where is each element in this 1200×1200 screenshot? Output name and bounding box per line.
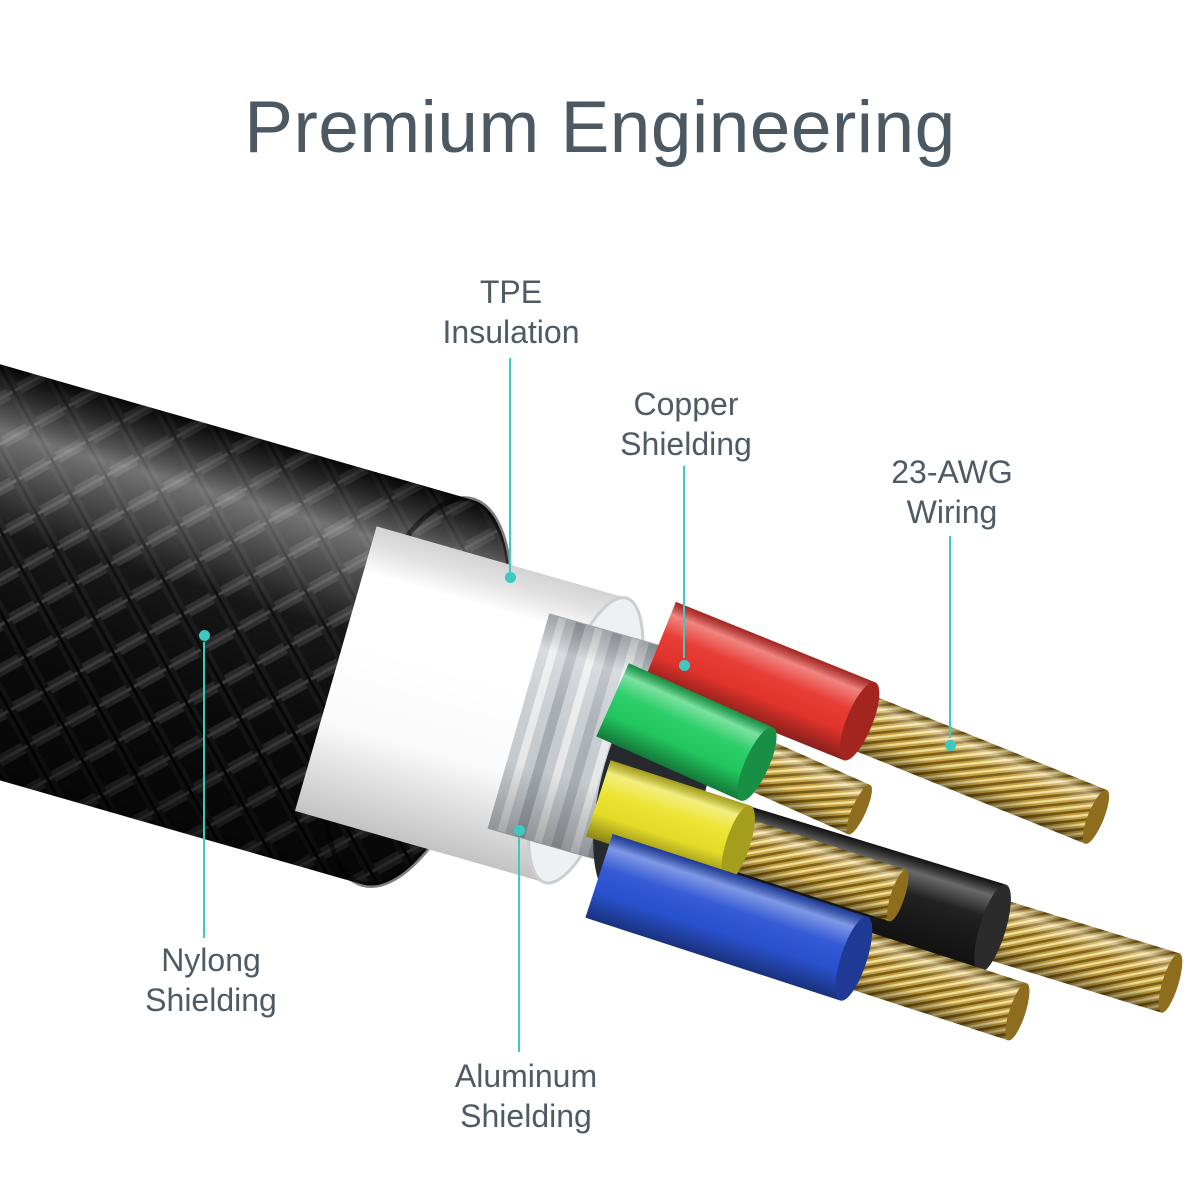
tpe-insulation-leader-dot xyxy=(505,572,516,583)
copper-strands-yellow xyxy=(718,814,909,922)
wire-green xyxy=(596,663,872,835)
wire-blue xyxy=(585,833,1030,1041)
wire-yellow xyxy=(585,760,909,922)
page-title: Premium Engineering xyxy=(244,87,956,168)
copper-shielding-leader-line xyxy=(683,466,685,658)
tpe-insulation-leader-line xyxy=(509,358,511,572)
callout-awg-wiring: 23-AWG Wiring xyxy=(891,454,1013,530)
nylon-shielding-leader-line xyxy=(203,642,205,938)
copper-shielding-leader-dot xyxy=(679,660,690,671)
callout-copper-shielding: Copper Shielding xyxy=(620,386,752,462)
copper-strands-black xyxy=(972,895,1183,1013)
callout-tpe-insulation: TPE Insulation xyxy=(442,274,580,350)
nylon-shielding-leader-dot xyxy=(199,630,210,641)
aluminum-shielding-leader-dot xyxy=(514,825,525,836)
callout-nylon-shielding: Nylong Shielding xyxy=(145,942,277,1018)
copper-strands-red xyxy=(836,689,1110,844)
awg-wiring-leader-dot xyxy=(945,740,956,751)
wire-red xyxy=(644,601,1110,844)
copper-strands-blue xyxy=(833,926,1030,1041)
callout-aluminum-shielding: Aluminum Shielding xyxy=(454,1058,598,1134)
aluminum-shielding-leader-line xyxy=(518,837,520,1052)
awg-wiring-leader-line xyxy=(949,536,951,738)
